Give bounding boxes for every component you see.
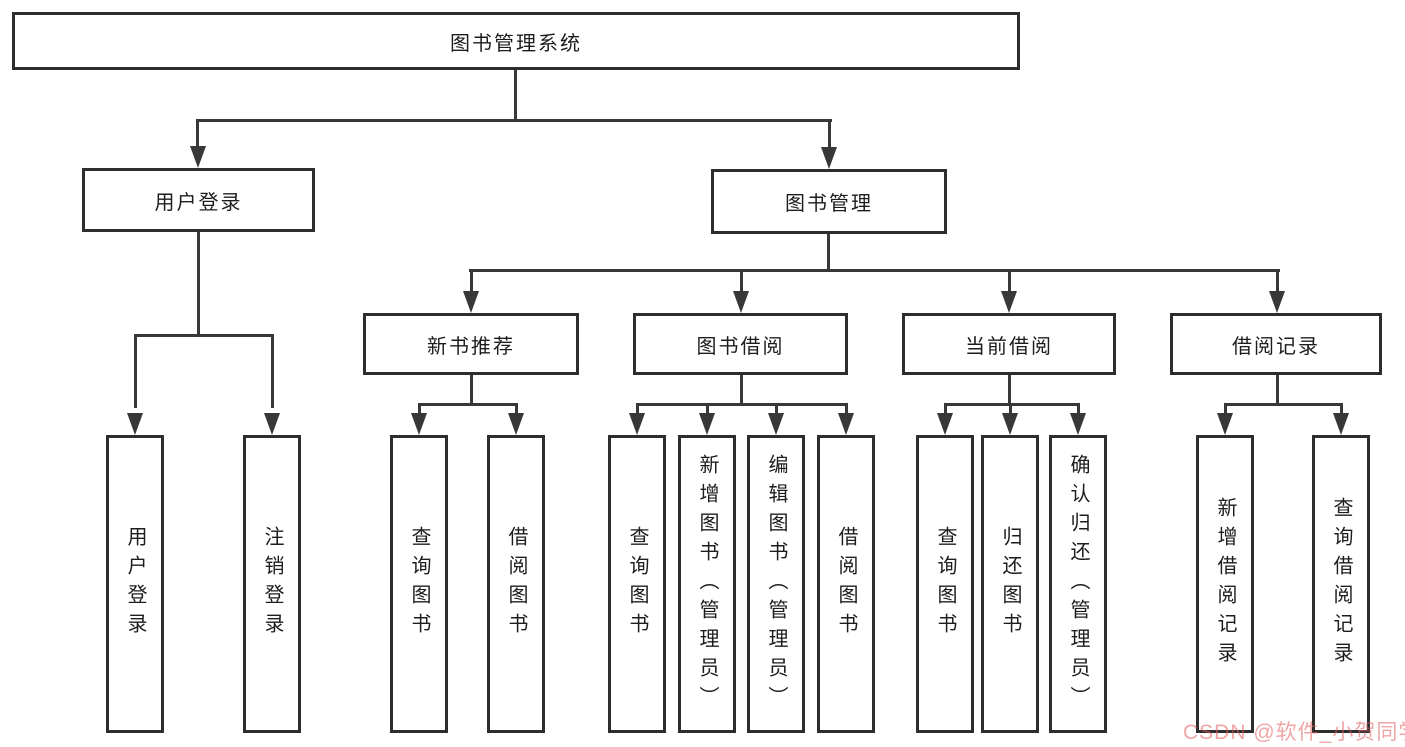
arrow-down-icon	[127, 413, 143, 435]
connector-line	[1008, 269, 1011, 295]
connector-line	[944, 403, 947, 416]
leaf-user-login-label: 用户登录	[124, 526, 146, 642]
connector-line	[1008, 375, 1011, 406]
node-user-login: 用户登录	[82, 168, 315, 232]
node-book-management-label: 图书管理	[785, 193, 873, 215]
arrow-down-icon	[190, 146, 206, 168]
leaf-query-books-current: 查询图书	[916, 435, 974, 733]
arrow-down-icon	[1070, 413, 1086, 435]
leaf-add-books-admin-label: 新增图书（管理员）	[696, 453, 718, 715]
connector-line	[827, 234, 830, 272]
node-book-borrowing-label: 图书借阅	[696, 335, 785, 358]
leaf-query-books-recommend-label: 查询图书	[408, 526, 430, 642]
arrow-down-icon	[411, 413, 427, 435]
leaf-query-books-borrowing: 查询图书	[608, 435, 666, 733]
connector-line	[740, 269, 743, 295]
node-user-login-label: 用户登录	[154, 191, 243, 214]
connector-line	[636, 403, 848, 406]
connector-line	[740, 375, 743, 406]
connector-line	[418, 403, 518, 406]
connector-line	[418, 403, 421, 416]
node-new-book-recommend: 新书推荐	[363, 313, 579, 375]
arrow-down-icon	[508, 413, 524, 435]
connector-line	[1276, 269, 1279, 295]
node-new-book-recommend-label: 新书推荐	[427, 335, 515, 358]
connector-line	[1224, 403, 1343, 406]
connector-line	[944, 403, 1080, 406]
leaf-logout-label: 注销登录	[261, 526, 283, 642]
node-borrow-records: 借阅记录	[1170, 313, 1382, 375]
node-book-borrowing: 图书借阅	[633, 313, 848, 375]
leaf-confirm-return-admin: 确认归还（管理员）	[1049, 435, 1107, 733]
connector-line	[1224, 403, 1227, 416]
leaf-add-borrow-record: 新增借阅记录	[1196, 435, 1254, 733]
connector-line	[134, 334, 274, 337]
arrow-down-icon	[463, 291, 479, 313]
leaf-add-books-admin: 新增图书（管理员）	[678, 435, 736, 733]
connector-line	[469, 269, 1280, 272]
leaf-logout: 注销登录	[243, 435, 301, 733]
arrow-down-icon	[821, 147, 837, 169]
connector-line	[845, 403, 848, 416]
node-root: 图书管理系统	[12, 12, 1020, 70]
connector-line	[196, 119, 832, 122]
node-current-borrowing-label: 当前借阅	[965, 335, 1053, 358]
leaf-query-borrow-record: 查询借阅记录	[1312, 435, 1370, 733]
connector-line	[1276, 375, 1279, 406]
leaf-borrow-books-recommend: 借阅图书	[487, 435, 545, 733]
connector-line	[470, 375, 473, 406]
csdn-watermark: CSDN @软件_小贺同学	[1183, 721, 1405, 744]
leaf-query-books-current-label: 查询图书	[934, 526, 956, 642]
leaf-query-borrow-record-label: 查询借阅记录	[1330, 497, 1352, 671]
arrow-down-icon	[264, 413, 280, 435]
arrow-down-icon	[1269, 291, 1285, 313]
node-borrow-records-label: 借阅记录	[1232, 335, 1320, 358]
connector-line	[271, 334, 274, 408]
leaf-confirm-return-admin-label: 确认归还（管理员）	[1067, 453, 1089, 715]
connector-line	[196, 119, 199, 149]
node-root-label: 图书管理系统	[450, 32, 582, 55]
connector-line	[1077, 403, 1080, 416]
arrow-down-icon	[733, 291, 749, 313]
arrow-down-icon	[629, 413, 645, 435]
connector-line	[1340, 403, 1343, 416]
arrow-down-icon	[838, 413, 854, 435]
arrow-down-icon	[768, 413, 784, 435]
leaf-return-books-label: 归还图书	[999, 526, 1021, 642]
arrow-down-icon	[1217, 413, 1233, 435]
connector-line	[197, 232, 200, 337]
arrow-down-icon	[937, 413, 953, 435]
leaf-borrow-books-recommend-label: 借阅图书	[505, 526, 527, 642]
connector-line	[470, 269, 473, 295]
leaf-add-borrow-record-label: 新增借阅记录	[1214, 497, 1236, 671]
arrow-down-icon	[1333, 413, 1349, 435]
connector-line	[514, 70, 517, 122]
connector-line	[636, 403, 639, 416]
connector-line	[134, 334, 137, 408]
leaf-return-books: 归还图书	[981, 435, 1039, 733]
node-current-borrowing: 当前借阅	[902, 313, 1116, 375]
leaf-edit-books-admin: 编辑图书（管理员）	[747, 435, 805, 733]
connector-line	[515, 403, 518, 416]
arrow-down-icon	[699, 413, 715, 435]
arrow-down-icon	[1001, 291, 1017, 313]
leaf-borrow-books: 借阅图书	[817, 435, 875, 733]
arrow-down-icon	[1002, 413, 1018, 435]
leaf-user-login: 用户登录	[106, 435, 164, 733]
leaf-query-books-recommend: 查询图书	[390, 435, 448, 733]
connector-line	[706, 403, 709, 416]
connector-line	[775, 403, 778, 416]
leaf-edit-books-admin-label: 编辑图书（管理员）	[765, 453, 787, 715]
leaf-query-books-borrowing-label: 查询图书	[626, 526, 648, 642]
connector-line	[828, 119, 831, 149]
connector-line	[1009, 403, 1012, 416]
leaf-borrow-books-label: 借阅图书	[835, 526, 857, 642]
node-book-management: 图书管理	[711, 169, 947, 234]
